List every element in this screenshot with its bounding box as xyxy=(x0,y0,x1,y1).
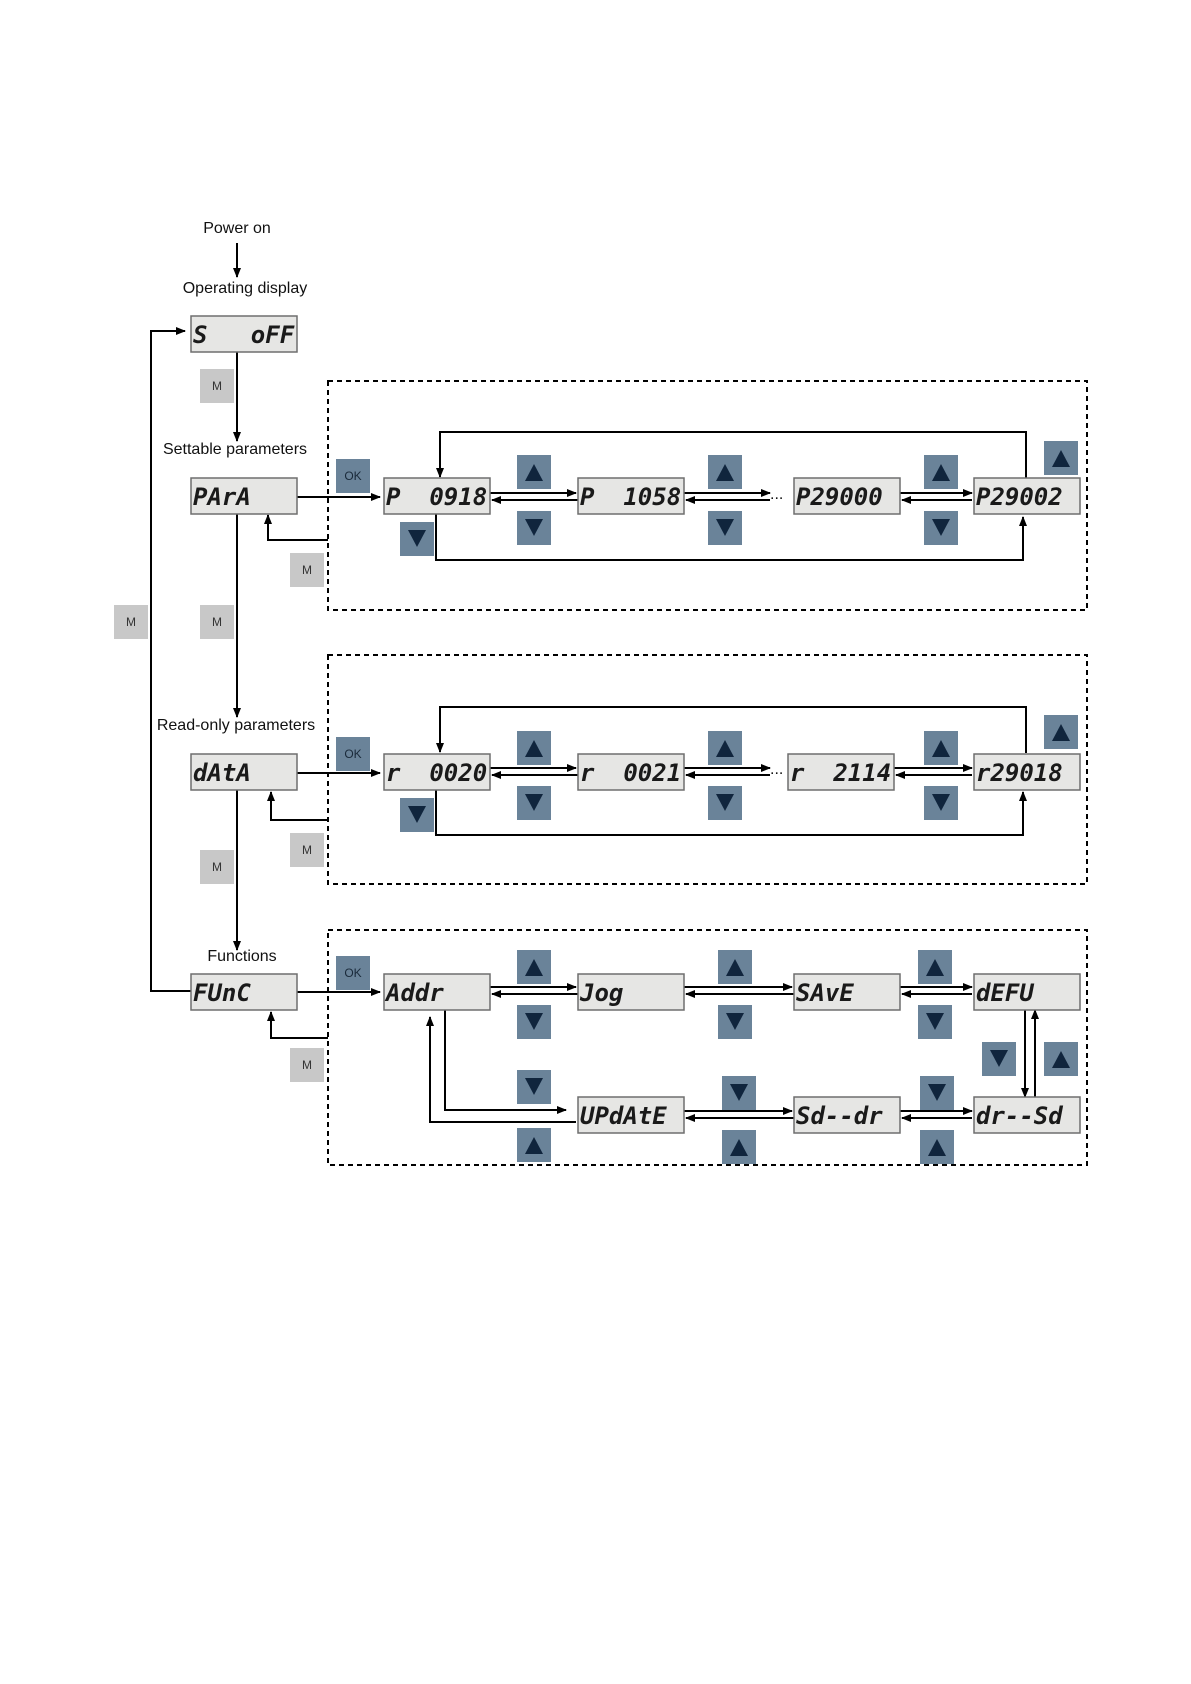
down-key-icon xyxy=(924,786,958,820)
m-key: M xyxy=(200,850,234,884)
up-key-icon xyxy=(1044,715,1078,749)
ok-key: OK xyxy=(336,737,370,771)
down-key-icon xyxy=(517,511,551,545)
display-func-text: FUnC xyxy=(193,979,251,1007)
display-soff-text: S oFF xyxy=(193,321,295,349)
up-key-icon xyxy=(1044,1042,1078,1076)
display-jog-text: Jog xyxy=(579,979,623,1007)
m-key-label: M xyxy=(212,860,222,874)
down-key-icon xyxy=(517,1070,551,1104)
display-r0021: r 0021 xyxy=(578,754,684,790)
ok-key-label: OK xyxy=(344,966,361,980)
down-key-icon xyxy=(517,1005,551,1039)
display-para-text: PArA xyxy=(193,483,251,511)
m-key: M xyxy=(290,1048,324,1082)
ok-key: OK xyxy=(336,956,370,990)
display-r2114-text: r 2114 xyxy=(790,759,891,787)
display-r2114: r 2114 xyxy=(788,754,894,790)
display-p29000: P29000 xyxy=(794,478,900,514)
down-key-icon xyxy=(517,786,551,820)
m-key-label: M xyxy=(212,615,222,629)
up-key-icon xyxy=(517,455,551,489)
display-para: PArA xyxy=(191,478,297,514)
m-key-label: M xyxy=(126,615,136,629)
display-update-text: UPdAtE xyxy=(580,1102,667,1130)
display-drsd: dr--Sd xyxy=(974,1097,1080,1133)
display-r0020: r 0020 xyxy=(384,754,490,790)
ok-key: OK xyxy=(336,459,370,493)
display-r29018-text: r29018 xyxy=(976,759,1063,787)
down-key-icon xyxy=(982,1042,1016,1076)
readonly-ellipsis: ... xyxy=(770,761,783,778)
down-key-icon xyxy=(722,1076,756,1110)
display-defu-text: dEFU xyxy=(976,979,1034,1007)
functions-label: Functions xyxy=(207,948,276,965)
display-func: FUnC xyxy=(191,974,297,1010)
display-p0918-text: P 0918 xyxy=(386,483,487,511)
m-key-label: M xyxy=(302,1058,312,1072)
display-jog: Jog xyxy=(578,974,684,1010)
up-key-icon xyxy=(924,455,958,489)
display-sddr: Sd--dr xyxy=(794,1097,900,1133)
settable-ellipsis: ... xyxy=(770,486,783,503)
down-key-icon xyxy=(920,1076,954,1110)
down-key-icon xyxy=(918,1005,952,1039)
display-r29018: r29018 xyxy=(974,754,1080,790)
display-p29002-text: P29002 xyxy=(976,483,1063,511)
display-p1058-text: P 1058 xyxy=(580,483,681,511)
m-key: M xyxy=(290,553,324,587)
display-addr-text: Addr xyxy=(384,979,444,1007)
readonly-parameters-label: Read-only parameters xyxy=(157,717,315,734)
display-sddr-text: Sd--dr xyxy=(796,1102,883,1130)
display-addr: Addr xyxy=(384,974,490,1010)
m-key: M xyxy=(114,605,148,639)
up-key-icon xyxy=(1044,441,1078,475)
m-key: M xyxy=(200,605,234,639)
up-key-icon xyxy=(517,950,551,984)
up-key-icon xyxy=(920,1130,954,1164)
m-key: M xyxy=(290,833,324,867)
up-key-icon xyxy=(708,455,742,489)
down-key-icon xyxy=(708,511,742,545)
power-on-label: Power on xyxy=(203,220,271,237)
down-key-icon xyxy=(708,786,742,820)
display-p1058: P 1058 xyxy=(578,478,684,514)
down-key-icon xyxy=(400,522,434,556)
display-save: SAvE xyxy=(794,974,900,1010)
ok-key-label: OK xyxy=(344,469,361,483)
up-key-icon xyxy=(924,731,958,765)
down-key-icon xyxy=(400,798,434,832)
operating-display-label: Operating display xyxy=(183,280,308,297)
up-key-icon xyxy=(722,1130,756,1164)
display-data-text: dAtA xyxy=(193,759,251,787)
m-key-label: M xyxy=(212,379,222,393)
display-drsd-text: dr--Sd xyxy=(976,1102,1063,1130)
down-key-icon xyxy=(924,511,958,545)
display-save-text: SAvE xyxy=(796,979,854,1007)
functions-frame xyxy=(328,930,1087,1165)
display-r0020-text: r 0020 xyxy=(386,759,487,787)
m-key-label: M xyxy=(302,563,312,577)
display-update: UPdAtE xyxy=(578,1097,684,1133)
up-key-icon xyxy=(517,731,551,765)
display-p0918: P 0918 xyxy=(384,478,490,514)
display-defu: dEFU xyxy=(974,974,1080,1010)
up-key-icon xyxy=(718,950,752,984)
m-key: M xyxy=(200,369,234,403)
display-p29000-text: P29000 xyxy=(796,483,883,511)
up-key-icon xyxy=(708,731,742,765)
display-data: dAtA xyxy=(191,754,297,790)
up-key-icon xyxy=(517,1128,551,1162)
settable-parameters-label: Settable parameters xyxy=(163,441,307,458)
down-key-icon xyxy=(718,1005,752,1039)
up-key-icon xyxy=(918,950,952,984)
display-r0021-text: r 0021 xyxy=(580,759,681,787)
ok-key-label: OK xyxy=(344,747,361,761)
display-p29002: P29002 xyxy=(974,478,1080,514)
m-key-label: M xyxy=(302,843,312,857)
display-soff: S oFF xyxy=(191,316,297,352)
